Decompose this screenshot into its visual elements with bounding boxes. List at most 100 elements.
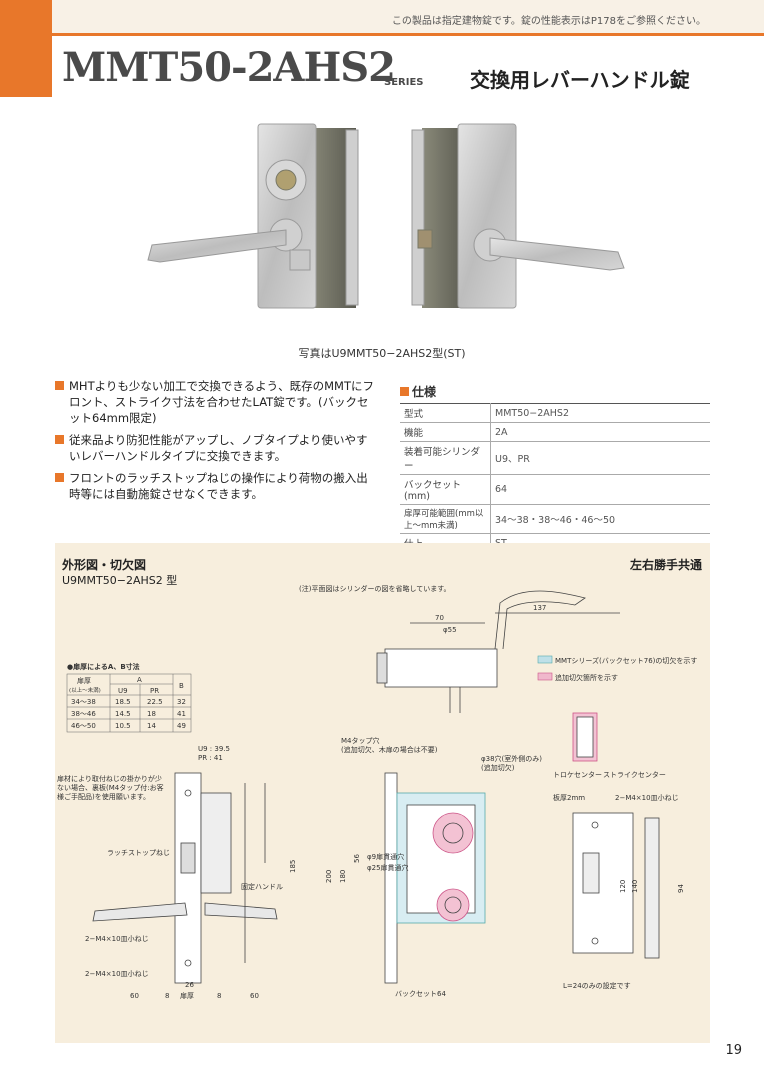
label-screw-3: 2−M4×10皿小ねじ xyxy=(615,793,679,802)
table-head-door: 扉厚 xyxy=(77,676,91,685)
table-cell: 41 xyxy=(177,710,186,718)
dim-8-right: 8 xyxy=(217,992,221,1000)
page-number: 19 xyxy=(725,1043,742,1058)
bullet-square xyxy=(55,381,64,390)
drawing-subtitle: U9MMT50−2AHS2 型 xyxy=(62,574,178,587)
fitting-note-text: 扉材により取付ねじの掛かりが少ない場合、裏板(M4タップ付:お客様ご手配品)を使… xyxy=(57,775,164,801)
label-l24: L=24のみの設定です xyxy=(563,981,631,990)
label-additional-cut: (追加切欠) xyxy=(481,763,515,772)
door-table-title: ●扉厚によるA、B寸法 xyxy=(67,662,140,671)
drawing-note: (注)平面図はシリンダーの図を省略しています。 xyxy=(299,584,451,593)
dim-60-right: 60 xyxy=(250,992,259,1000)
header-notice: この製品は指定建物錠です。錠の性能表示はP178をご参照ください。 xyxy=(391,16,706,27)
strike-view xyxy=(572,712,660,959)
dim-8-left: 8 xyxy=(165,992,169,1000)
dim-200: 200 xyxy=(325,870,333,883)
feature-text: 従来品より防犯性能がアップし、ノブタイプより使いやすいレバーハンドルタイプに交換… xyxy=(69,433,368,463)
table-sub-u9: U9 xyxy=(118,687,128,695)
label-door-thickness: 扉厚 xyxy=(180,991,194,1000)
table-head-a: A xyxy=(137,676,142,684)
label-toroke-center: トロケセンター xyxy=(553,770,602,779)
table-cell: 22.5 xyxy=(147,698,163,706)
dim-phi55: φ55 xyxy=(443,626,457,634)
dim-26: 26 xyxy=(185,981,194,989)
table-cell: 18.5 xyxy=(115,698,131,706)
label-screw-2: 2−M4×10皿小ねじ xyxy=(85,969,149,978)
spec-key: 機能 xyxy=(400,422,491,442)
feature-item: フロントのラッチストップねじの操作により荷物の搬入出時等には自動施錠させなくでき… xyxy=(55,470,375,502)
header-band xyxy=(0,0,764,34)
feature-item: MHTよりも少ない加工で交換できるよう、既存のMMTにフロント、ストライク寸法を… xyxy=(55,378,375,426)
dim-70: 70 xyxy=(435,614,444,622)
label-fixed-handle: 固定ハンドル xyxy=(241,882,283,891)
table-cell: 46〜50 xyxy=(71,722,96,730)
spec-key: 装着可能シリンダー xyxy=(400,441,491,475)
table-cell: 14.5 xyxy=(115,710,131,718)
table-sub-range: (以上〜未満) xyxy=(69,686,101,694)
product-name: 交換用レバーハンドル錠 xyxy=(470,68,690,92)
legend-swatch-mmt xyxy=(537,655,553,664)
table-cell: 18 xyxy=(147,710,156,718)
label-u9: U9 : 39.5 xyxy=(198,745,230,753)
dim-56: 56 xyxy=(353,854,361,863)
feature-item: 従来品より防犯性能がアップし、ノブタイプより使いやすいレバーハンドルタイプに交換… xyxy=(55,432,375,464)
spec-value: MMT50−2AHS2 xyxy=(490,403,710,423)
cut-view xyxy=(384,772,486,984)
door-table xyxy=(66,673,192,733)
dim-120: 120 xyxy=(619,880,627,893)
spec-value: 34〜38・38〜46・46〜50 xyxy=(490,504,710,534)
plan-view xyxy=(376,590,620,713)
header-rule xyxy=(52,33,764,36)
spec-value: 2A xyxy=(490,422,710,442)
front-elevation xyxy=(92,772,278,984)
dim-140: 140 xyxy=(631,880,639,893)
spec-title: 仕様 xyxy=(400,383,710,400)
table-cell: 38〜46 xyxy=(71,710,96,718)
drawing-right-label: 左右勝手共通 xyxy=(629,558,702,572)
legend-swatch-add xyxy=(537,672,553,681)
model-title: MMT50-2AHS2 xyxy=(62,44,396,91)
lock-outside-view xyxy=(147,123,359,309)
legend-add: 追加切欠箇所を示す xyxy=(555,673,618,682)
label-latch-stop: ラッチストップねじ xyxy=(107,849,170,857)
label-strike-center: ストライクセンター xyxy=(603,770,666,779)
spec-key: バックセット(mm) xyxy=(400,474,491,505)
dim-137: 137 xyxy=(533,604,546,612)
label-hole38: φ38穴(室外側のみ) xyxy=(481,754,542,763)
dim-94: 94 xyxy=(677,884,685,893)
label-screw-1: 2−M4×10皿小ねじ xyxy=(85,934,149,943)
label-hole25: φ25扉貫通穴 xyxy=(367,863,409,872)
photo-caption: 写真はU9MMT50−2AHS2型(ST) xyxy=(298,347,466,360)
feature-list: MHTよりも少ない加工で交換できるよう、既存のMMTにフロント、ストライク寸法を… xyxy=(55,378,375,508)
fitting-note: 扉材により取付ねじの掛かりが少ない場合、裏板(M4タップ付:お客様ご手配品)を使… xyxy=(57,775,164,801)
drawing-panel xyxy=(55,543,710,1043)
label-backset: バックセット64 xyxy=(395,990,446,998)
label-hole9: φ9扉貫通穴 xyxy=(367,852,404,861)
spec-key: 扉厚可能範囲(mm以上〜mm未満) xyxy=(400,504,491,534)
feature-text: MHTよりも少ない加工で交換できるよう、既存のMMTにフロント、ストライク寸法を… xyxy=(69,379,375,425)
bullet-square xyxy=(400,387,409,396)
lock-inside-view xyxy=(411,123,625,309)
product-photo xyxy=(147,123,625,309)
series-label: SERIES xyxy=(384,77,424,88)
drawing-title: 外形図・切欠図 xyxy=(62,558,147,572)
dim-60-left: 60 xyxy=(130,992,139,1000)
label-m4-tap: M4タップ穴 xyxy=(341,736,380,745)
spec-title-text: 仕様 xyxy=(412,385,437,399)
table-cell: 10.5 xyxy=(115,722,131,730)
label-m4-tap-note: (追加切欠、木扉の場合は不要) xyxy=(341,745,438,754)
table-sub-pr: PR xyxy=(150,687,159,695)
bullet-square xyxy=(55,435,64,444)
technical-drawing: (注)平面図はシリンダーの図を省略しています。 137 70 φ55 MMTシリ… xyxy=(57,584,697,1000)
spec-key: 型式 xyxy=(400,403,491,423)
label-pr: PR : 41 xyxy=(198,754,223,762)
label-plate: 板厚2mm xyxy=(553,793,585,802)
spec-value: U9、PR xyxy=(490,441,710,475)
table-row: 扉厚可能範囲(mm以上〜mm未満)34〜38・38〜46・46〜50 xyxy=(400,504,710,534)
bullet-square xyxy=(55,473,64,482)
dim-185: 185 xyxy=(289,860,297,873)
